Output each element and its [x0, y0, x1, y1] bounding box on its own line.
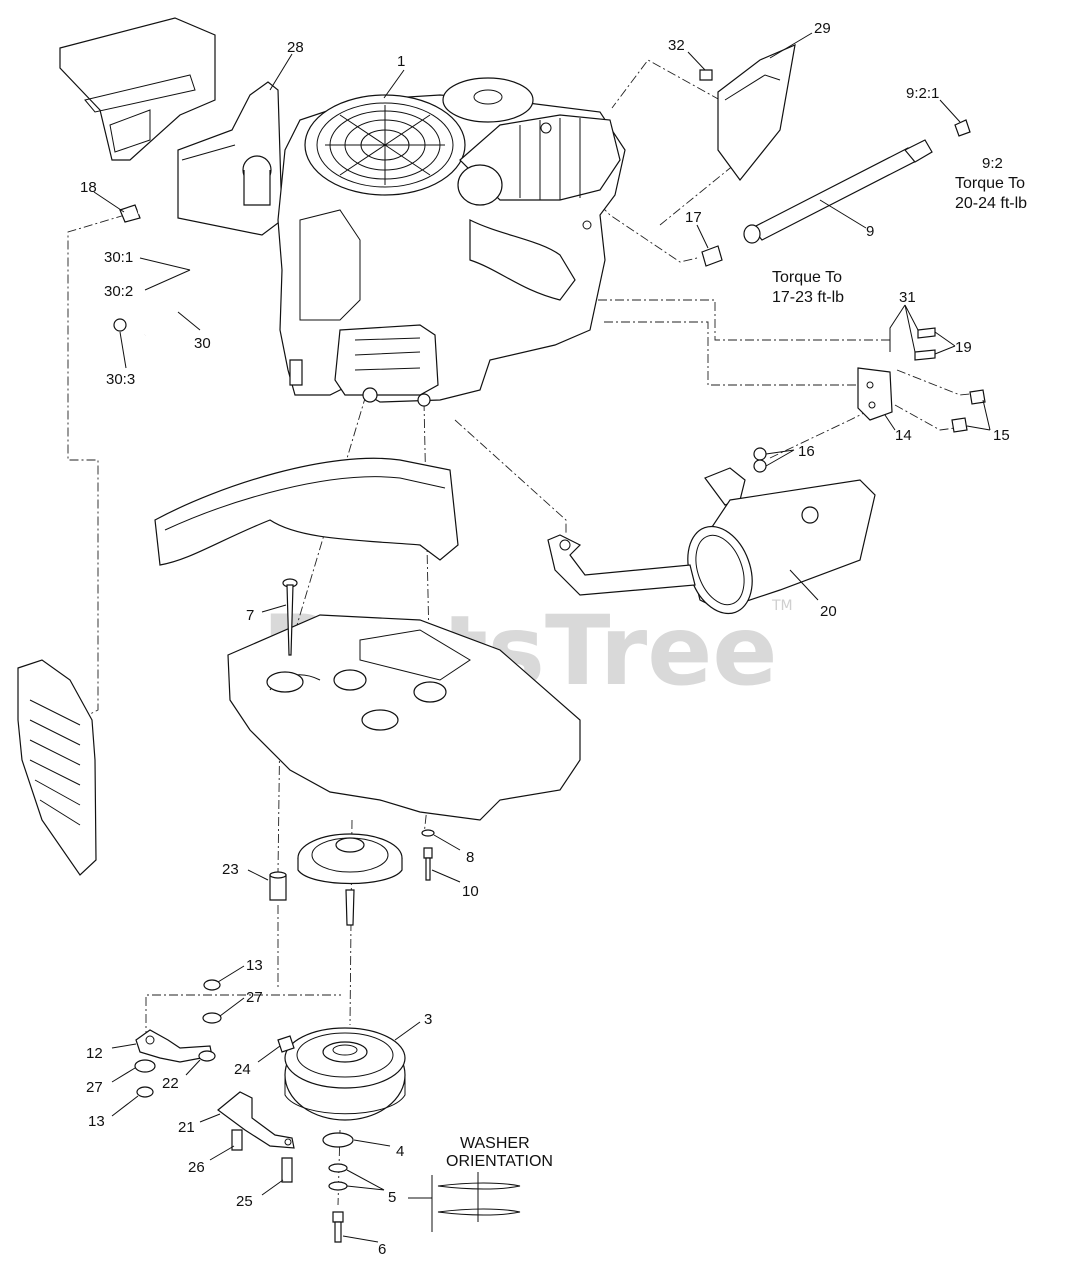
bolt-7 [282, 578, 298, 656]
callout-19: 19 [955, 339, 972, 356]
muffler-bracket-14 [857, 367, 893, 421]
heat-shield-29 [717, 44, 796, 181]
engine-shroud-part [59, 17, 216, 161]
leader-lines [93, 32, 991, 1243]
washers-5 [328, 1163, 348, 1191]
torque-note-17-line1: Torque To [772, 269, 842, 286]
callout-28: 28 [287, 39, 304, 56]
washer-8 [421, 829, 435, 837]
callout-26: 26 [188, 1159, 205, 1176]
deck-plate [227, 614, 581, 821]
callout-15: 15 [993, 427, 1010, 444]
hardware-13-27 [134, 979, 222, 1098]
callout-30-2: 30:2 [104, 283, 133, 300]
callout-9: 9 [866, 223, 874, 240]
bracket-21 [217, 1091, 295, 1149]
callout-31: 31 [899, 289, 916, 306]
callout-13-bottom: 13 [88, 1113, 105, 1130]
side-guard [17, 659, 97, 876]
callout-6: 6 [378, 1241, 386, 1258]
callout-14: 14 [895, 427, 912, 444]
callout-8: 8 [466, 849, 474, 866]
callout-30-3: 30:3 [106, 371, 135, 388]
bolt-10 [423, 847, 433, 881]
callout-24: 24 [234, 1061, 251, 1078]
torque-note-17-line2: 17-23 ft-lb [772, 289, 844, 306]
watermark-tm: TM [771, 598, 793, 614]
washer-4 [322, 1132, 354, 1148]
callout-32: 32 [668, 37, 685, 54]
electric-clutch-3 [277, 1027, 406, 1121]
callout-3: 3 [424, 1011, 432, 1028]
callout-9-2: 9:2 [982, 155, 1003, 172]
callout-22: 22 [162, 1075, 179, 1092]
callout-25: 25 [236, 1193, 253, 1210]
callout-7: 7 [246, 607, 254, 624]
muffler-20 [547, 467, 876, 615]
callout-29: 29 [814, 20, 831, 37]
pulley [297, 833, 403, 926]
callout-1: 1 [397, 53, 405, 70]
tube-part-9 [743, 119, 971, 244]
callout-27-bottom: 27 [86, 1079, 103, 1096]
callout-5: 5 [388, 1189, 396, 1206]
bolts-19 [914, 327, 936, 361]
hose-30 [113, 204, 195, 337]
torque-note-9-2-line1: Torque To [955, 175, 1025, 192]
callout-30: 30 [194, 335, 211, 352]
torque-note-9-2-line2: 20-24 ft-lb [955, 195, 1027, 212]
spacer-23 [269, 871, 287, 901]
callout-9-2-1: 9:2:1 [906, 85, 939, 102]
washer-orientation-diagram [408, 1172, 521, 1232]
clutch-arm-12 [135, 1029, 213, 1063]
callout-labels: 1 28 32 29 9:2:1 9:2 18 30:1 30:2 30 30:… [80, 20, 1010, 1258]
engine-assembly [242, 77, 626, 407]
callout-4: 4 [396, 1143, 404, 1160]
screw-32 [699, 69, 713, 81]
callout-10: 10 [462, 883, 479, 900]
callout-27-top: 27 [246, 989, 263, 1006]
fitting-17 [701, 245, 723, 267]
bolts-15 [951, 389, 986, 433]
washer-orientation-title-2: ORIENTATION [446, 1153, 553, 1170]
callout-16: 16 [798, 443, 815, 460]
callout-12: 12 [86, 1045, 103, 1062]
callout-23: 23 [222, 861, 239, 878]
callout-20: 20 [820, 603, 837, 620]
washer-orientation-title-1: WASHER [460, 1135, 530, 1152]
bolts-25-26 [231, 1129, 293, 1183]
callout-30-1: 30:1 [104, 249, 133, 266]
callout-17: 17 [685, 209, 702, 226]
bolt-6 [332, 1211, 344, 1243]
nuts-16 [753, 447, 767, 473]
callout-18: 18 [80, 179, 97, 196]
callout-21: 21 [178, 1119, 195, 1136]
callout-13-top: 13 [246, 957, 263, 974]
frame-shelf [154, 457, 459, 566]
